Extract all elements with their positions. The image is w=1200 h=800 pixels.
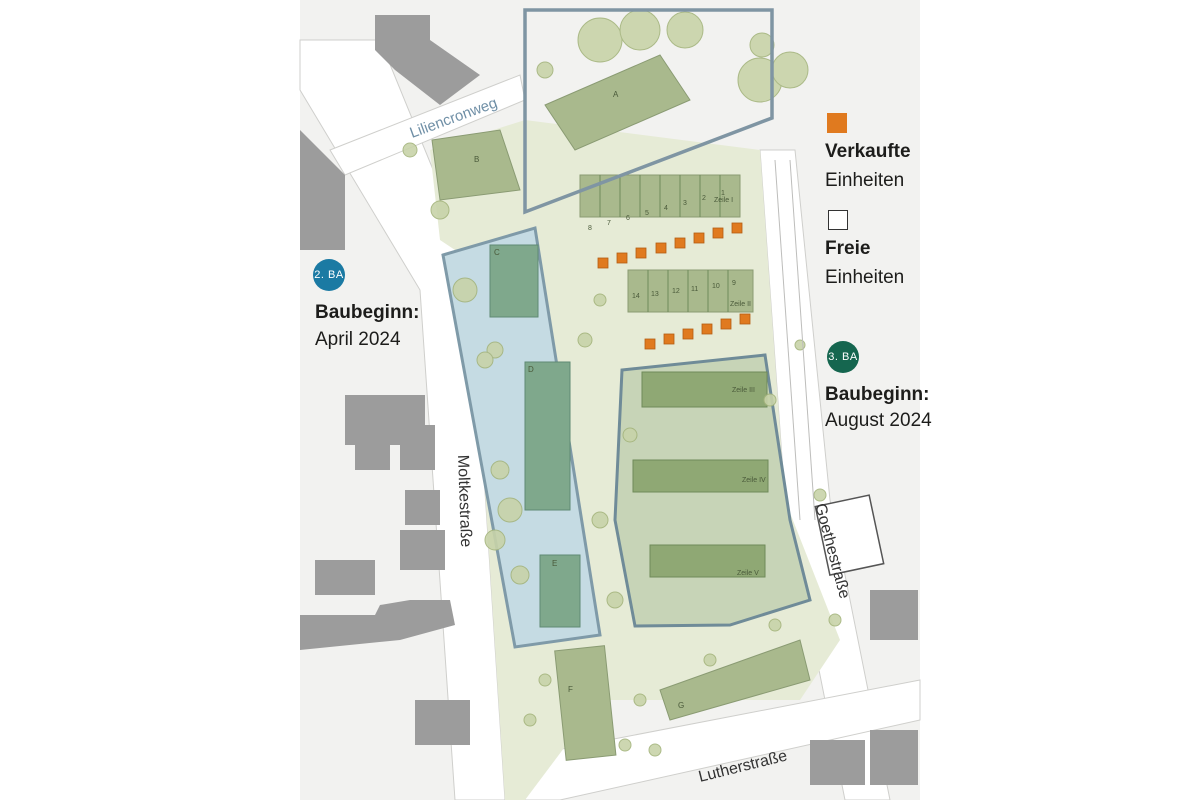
neighbour-buildings (300, 15, 918, 785)
phase-3-badge: 3. BA (827, 341, 859, 373)
unit-number: 11 (691, 286, 698, 293)
unit-number: 12 (672, 288, 680, 295)
building-e (539, 554, 581, 628)
building-zeile-4 (632, 459, 769, 493)
unit-number: 10 (712, 283, 720, 290)
legend-sold-label: Verkaufte (825, 141, 911, 162)
building-zeile-5 (649, 544, 766, 578)
building-zeile-2 (627, 269, 754, 313)
parking-strip (774, 159, 816, 521)
phase-2-badge: 2. BA (313, 259, 345, 291)
unit-number: 7 (607, 220, 611, 227)
unit-number: 6 (626, 215, 630, 222)
building-label-a: A (613, 90, 619, 99)
building-label-e: E (552, 559, 557, 568)
building-f (554, 645, 617, 761)
building-zeile-3 (641, 371, 768, 408)
unit-number: 3 (683, 200, 687, 207)
legend-free-swatch (828, 210, 848, 230)
unit-number: 9 (732, 280, 736, 287)
building-label-c: C (494, 248, 500, 257)
building-d (524, 361, 571, 511)
legend-free-sub: Einheiten (825, 267, 905, 288)
building-b (431, 129, 521, 201)
building-label-g: G (678, 701, 684, 710)
unit-dividers (599, 175, 729, 312)
row-label-zeile-5: Zeile V (737, 570, 759, 577)
unit-number: 14 (632, 293, 640, 300)
building-label-d: D (528, 365, 534, 374)
phase-3-date: August 2024 (825, 410, 932, 431)
unit-number: 2 (702, 195, 706, 202)
row-label-zeile-3: Zeile III (732, 387, 755, 394)
building-c (489, 244, 539, 318)
unit-number: 13 (651, 291, 659, 298)
phase-2-date: April 2024 (315, 329, 401, 350)
unit-number: 8 (588, 225, 592, 232)
building-g (659, 639, 811, 721)
building-label-f: F (568, 685, 573, 694)
zone-1ba-outline (523, 8, 774, 215)
row-label-zeile-1: Zeile I (714, 197, 733, 204)
unit-number: 5 (645, 210, 649, 217)
legend-sold-swatch (827, 113, 847, 133)
street-label-moltkestrasse: Moltkestraße (454, 455, 474, 548)
unit-number: 4 (664, 205, 668, 212)
building-label-b: B (474, 155, 479, 164)
legend-free-label: Freie (825, 238, 871, 259)
zone-2ba (441, 226, 602, 649)
unit-number: 1 (721, 190, 725, 197)
phase-3-title: Baubeginn: (825, 384, 930, 405)
trees (402, 9, 842, 757)
row-label-zeile-2: Zeile II (730, 301, 751, 308)
legend-sold-sub: Einheiten (825, 170, 905, 191)
row-label-zeile-4: Zeile IV (742, 477, 766, 484)
building-a (544, 54, 691, 151)
phase-2-title: Baubeginn: (315, 302, 420, 323)
sold-units (597, 222, 751, 350)
garage-box (814, 494, 885, 576)
